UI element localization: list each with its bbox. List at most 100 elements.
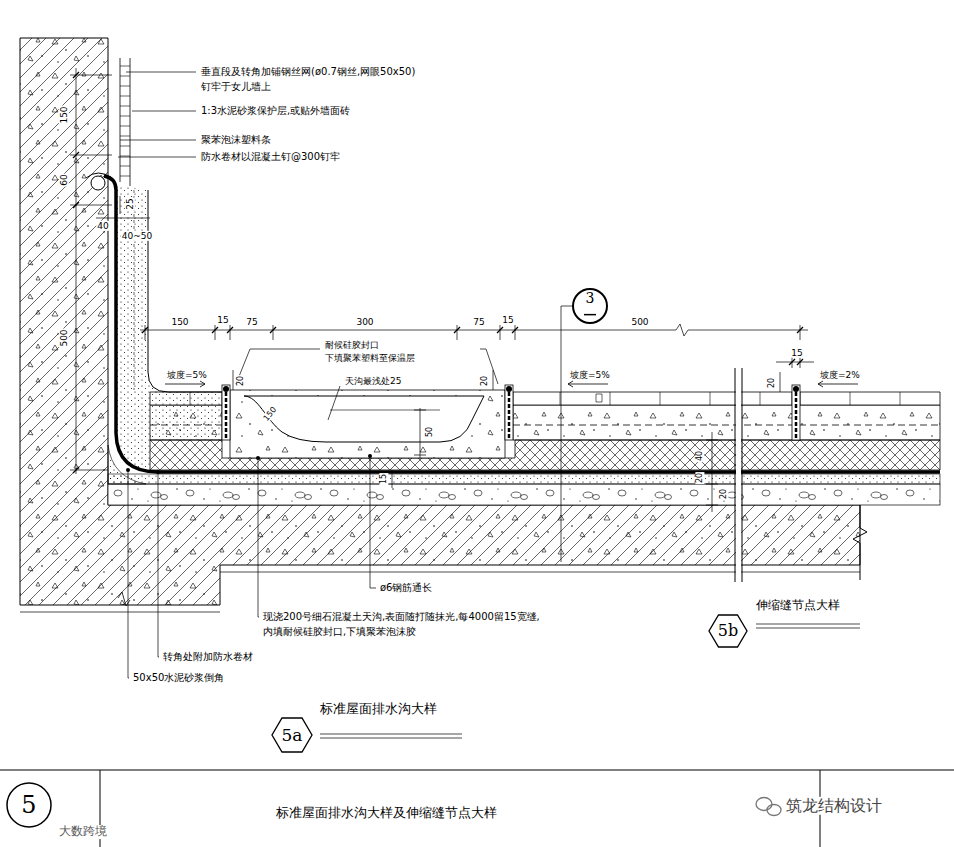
parapet-finish bbox=[134, 190, 135, 390]
roof-layers bbox=[596, 394, 602, 402]
expansion-joint bbox=[742, 368, 743, 582]
leader-dots bbox=[368, 454, 372, 458]
leader-lines bbox=[132, 111, 196, 112]
parapet-finish bbox=[86, 173, 112, 178]
note-text: ø6钢筋通长 bbox=[379, 582, 433, 594]
dimension-text: 300 bbox=[355, 317, 374, 327]
slope-text: 坡度=5% bbox=[166, 370, 208, 380]
leader-lines bbox=[328, 386, 340, 420]
note-text: 天沟最浅处25 bbox=[344, 376, 402, 386]
dimension-lines bbox=[70, 68, 112, 474]
dimension-lines bbox=[392, 470, 393, 488]
roof-layers bbox=[108, 474, 940, 484]
circle-outline bbox=[7, 783, 51, 827]
note-text: 现浇200号细石混凝土天沟,表面随打随抹光,每4000留15宽缝, bbox=[262, 611, 541, 623]
dimension-lines bbox=[233, 370, 780, 392]
structural-concrete bbox=[20, 38, 867, 612]
note-text: 1:3水泥砂浆保护层,或贴外墙面砖 bbox=[200, 105, 351, 117]
dimension-text: 150 bbox=[261, 404, 279, 423]
tag-text: 5a bbox=[282, 727, 303, 744]
leader-dots bbox=[156, 470, 160, 474]
slope-text: 坡度=2% bbox=[819, 370, 861, 380]
parapet-finish bbox=[117, 185, 222, 470]
slope-arrows bbox=[568, 381, 608, 387]
roof-layers bbox=[513, 425, 940, 426]
hexagon-outline bbox=[272, 718, 312, 752]
dimension-lines bbox=[776, 357, 814, 368]
dimension-text: 20 bbox=[480, 375, 489, 387]
expansion-joint bbox=[735, 368, 736, 582]
leader-lines bbox=[320, 734, 462, 738]
dimension-lines bbox=[73, 72, 79, 473]
title-block bbox=[0, 770, 954, 847]
dimension-text: 20 bbox=[767, 377, 776, 389]
dimension-text: 150 bbox=[170, 317, 189, 327]
drawing-number: 5 bbox=[6, 782, 52, 828]
gutter bbox=[244, 396, 484, 442]
structural-concrete bbox=[20, 612, 220, 613]
tag-text: 3 bbox=[586, 291, 595, 305]
slope-text: 坡度=5% bbox=[569, 370, 611, 380]
parapet-finish bbox=[104, 176, 940, 472]
watermark-icon bbox=[756, 798, 772, 811]
dimension-lines bbox=[789, 359, 803, 365]
leader-dots bbox=[256, 456, 260, 460]
dimension-text: 75 bbox=[245, 317, 258, 327]
structural-concrete bbox=[853, 495, 867, 580]
expansion-joint bbox=[735, 368, 742, 582]
note-text: 50x50水泥砂浆倒角 bbox=[132, 672, 225, 684]
note-text: 垂直段及转角加铺钢丝网(ø0.7钢丝,网眼50x50) bbox=[200, 66, 416, 78]
detail-tag: 5a标准屋面排水沟大样 bbox=[272, 718, 312, 752]
section-marker: 3 bbox=[572, 288, 608, 324]
leader-lines bbox=[370, 456, 376, 588]
note-text: 钉牢于女儿墙上 bbox=[200, 81, 272, 93]
note-text: 耐候硅胶封口 bbox=[324, 340, 380, 350]
title-block bbox=[0, 770, 954, 847]
dimension-text: 75 bbox=[472, 317, 485, 327]
roof-layers bbox=[108, 484, 940, 505]
leader-lines bbox=[158, 472, 159, 657]
leader-lines bbox=[258, 458, 259, 617]
detail-tag: 5b伸缩缝节点大样 bbox=[709, 615, 747, 647]
drawing-title: 标准屋面排水沟大样及伸缩缝节点大样 bbox=[275, 806, 498, 821]
leader-lines bbox=[118, 157, 196, 158]
dimension-text: 25 bbox=[125, 197, 135, 210]
leader-dots bbox=[126, 454, 372, 474]
leader-dots bbox=[126, 468, 130, 472]
dimension-text: 150 bbox=[59, 105, 69, 124]
leader-lines bbox=[128, 470, 129, 678]
structural-concrete bbox=[20, 38, 860, 605]
slope-arrows bbox=[818, 381, 858, 387]
dimension-lines bbox=[706, 432, 718, 512]
note-text: 防水卷材以混凝土钉@300钉牢 bbox=[200, 151, 341, 163]
roof-layers bbox=[108, 484, 940, 505]
watermark: 筑龙结构设计 bbox=[785, 797, 883, 815]
dimension-text: 15 bbox=[501, 315, 514, 325]
note-text: 下填聚苯塑料至保温层 bbox=[324, 353, 416, 363]
watermark: 大数跨境 bbox=[58, 825, 108, 839]
parapet-finish bbox=[86, 58, 940, 484]
tag-text: 5b bbox=[718, 623, 738, 639]
gutter bbox=[226, 392, 796, 438]
dimension-text: 40 bbox=[695, 450, 704, 462]
note-text: 聚苯泡沫塑料条 bbox=[200, 134, 272, 146]
marker-dash bbox=[584, 314, 596, 316]
parapet-finish bbox=[148, 190, 222, 392]
dimension-lines bbox=[414, 408, 426, 458]
slope-arrows bbox=[165, 381, 858, 387]
dimension-text: 500 bbox=[59, 328, 69, 347]
parapet-finish bbox=[120, 66, 130, 176]
watermark-icon bbox=[767, 805, 781, 816]
dimension-text: 20 bbox=[695, 472, 704, 484]
leader-lines bbox=[118, 72, 860, 738]
gutter bbox=[222, 385, 800, 458]
leader-lines bbox=[120, 140, 196, 141]
structural-concrete bbox=[20, 38, 860, 605]
note-text: 转角处附加防水卷材 bbox=[162, 651, 254, 663]
dimension-text: 20 bbox=[236, 375, 245, 387]
tag-text: 5 bbox=[21, 793, 36, 817]
leader-lines bbox=[126, 72, 196, 73]
